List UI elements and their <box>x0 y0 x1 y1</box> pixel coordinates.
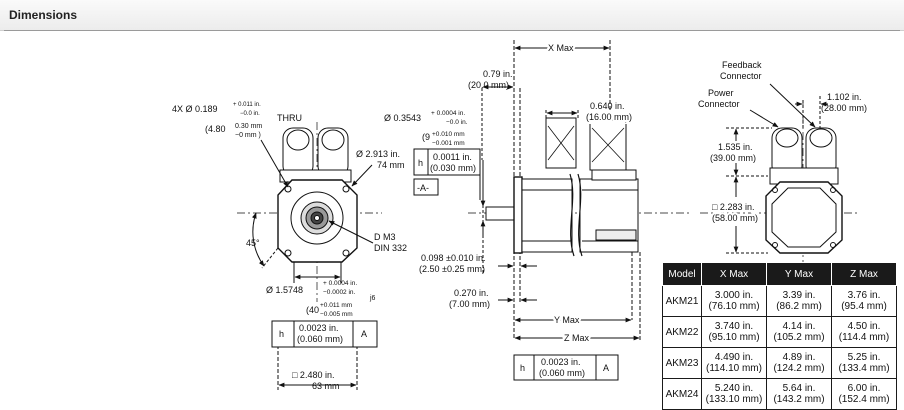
flange-offset-in: 0.79 in. <box>483 69 513 79</box>
model-cell: AKM23 <box>662 347 702 379</box>
fcf-datum: A <box>361 329 367 339</box>
runout-mm: (0.030 mm) <box>430 163 476 173</box>
flange-thk-in: 0.270 in. <box>454 288 489 298</box>
holes-label: 4X Ø 0.189 <box>172 104 218 114</box>
shaft-dia: Ø 0.3543 <box>384 113 421 123</box>
front-view <box>237 122 382 390</box>
y-max-cell: 4.89 in.(124.2 mm) <box>766 347 832 379</box>
table-row: AKM22 3.740 in.(95.10 mm) 4.14 in.(105.2… <box>662 316 897 348</box>
y-max-cell: 4.14 in.(105.2 mm) <box>766 316 832 348</box>
conn-offset-in: 1.102 in. <box>827 92 862 102</box>
thread-label: D M3 <box>374 232 396 242</box>
x-max-cell: 3.000 in.(76.10 mm) <box>701 285 767 317</box>
pilot-mm-plus: +0.011 mm <box>320 302 352 309</box>
table-header-row: Model X Max Y Max Z Max <box>662 262 897 286</box>
holes-thru: THRU <box>277 113 302 123</box>
holes-mm-minus: −0 mm ) <box>235 132 261 139</box>
side-view-labels: X Max 0.79 in. (20.0 mm) Ø 0.3543 + 0.00… <box>384 41 634 379</box>
pilot-mm-minus: −0.005 mm <box>320 311 353 318</box>
table-row: AKM23 4.490 in.(114.10 mm) 4.89 in.(124.… <box>662 347 897 379</box>
flange-thk-mm: (7.00 mm) <box>449 299 490 309</box>
holes-tol-minus: −0.0 in. <box>240 111 260 117</box>
pilot-tol-minus: −0.0002 in. <box>323 289 356 296</box>
y-max-cell: 3.39 in.(86.2 mm) <box>766 285 832 317</box>
conn-offset-mm: (28.00 mm) <box>821 103 867 113</box>
table-row: AKM21 3.000 in.(76.10 mm) 3.39 in.(86.2 … <box>662 285 897 317</box>
x-max-cell: 5.240 in.(133.10 mm) <box>701 378 767 410</box>
y-max-label: Y Max <box>554 315 580 325</box>
fcf2-symbol: h <box>520 363 525 373</box>
fcf-value-mm: (0.060 mm) <box>297 334 343 344</box>
column-header-z-max: Z Max <box>831 262 897 286</box>
pilot-fit: j6 <box>369 295 376 302</box>
bolt-circle-in: Ø 2.913 in. <box>356 149 400 159</box>
dimensions-table: Model X Max Y Max Z Max AKM21 3.000 in.(… <box>662 262 897 410</box>
column-header-y-max: Y Max <box>766 262 832 286</box>
pilot-dia: Ø 1.5748 <box>266 285 303 295</box>
conn-len-in: 0.640 in. <box>590 101 625 111</box>
fcf2-value-in: 0.0023 in. <box>541 357 581 367</box>
flange-offset-mm: (20.0 mm) <box>468 80 509 90</box>
side-view <box>413 40 690 381</box>
datum-label: -A- <box>417 183 429 193</box>
shaft-tol-minus: −0.0 in. <box>446 119 468 126</box>
front-view-labels: 4X Ø 0.189 + 0.011 in. −0.0 in. THRU (4.… <box>172 102 407 391</box>
shaft-mm-plus: +0.010 mm <box>432 131 465 138</box>
feedback-connector-label: Feedback <box>722 60 762 70</box>
rabbet-mm: (2.50 ±0.25 mm) <box>419 264 485 274</box>
z-max-cell: 4.50 in.(114.4 mm) <box>831 316 897 348</box>
x-max-label: X Max <box>548 43 574 53</box>
model-cell: AKM24 <box>662 378 702 410</box>
header-divider <box>4 30 900 31</box>
z-max-cell: 5.25 in.(133.4 mm) <box>831 347 897 379</box>
x-max-cell: 3.740 in.(95.10 mm) <box>701 316 767 348</box>
rabbet-in: 0.098 ±0.010 in. <box>421 253 486 263</box>
feedback-connector-label-2: Connector <box>720 71 762 81</box>
fcf2-datum: A <box>603 363 609 373</box>
model-cell: AKM22 <box>662 316 702 348</box>
holes-mm: (4.80 <box>205 124 226 134</box>
flange-mm: 63 mm <box>312 381 340 391</box>
holes-tol-plus: + 0.011 in. <box>233 102 261 108</box>
bolt-circle-mm: 74 mm <box>377 160 405 170</box>
shaft-mm: (9 <box>422 132 430 142</box>
conn-height-mm: (39.00 mm) <box>710 153 756 163</box>
angle-label: 45° <box>246 238 260 248</box>
body-mm: (58.00 mm) <box>712 213 758 223</box>
z-max-label: Z Max <box>564 333 590 343</box>
fcf-value-in: 0.0023 in. <box>299 323 339 333</box>
pilot-tol-plus: + 0.0004 in. <box>323 280 357 287</box>
rear-view-labels: Feedback Connector Power Connector 1.102… <box>698 60 867 225</box>
fcf2-value-mm: (0.060 mm) <box>539 368 585 378</box>
conn-len-mm: (16.00 mm) <box>586 112 632 122</box>
z-max-cell: 6.00 in.(152.4 mm) <box>831 378 897 410</box>
flange-in: □ 2.480 in. <box>292 370 334 380</box>
y-max-cell: 5.64 in.(143.2 mm) <box>766 378 832 410</box>
section-title: Dimensions <box>9 8 78 22</box>
column-header-x-max: X Max <box>701 262 767 286</box>
shaft-tol-plus: + 0.0004 in. <box>431 110 465 117</box>
z-max-cell: 3.76 in.(95.4 mm) <box>831 285 897 317</box>
fcf-symbol: h <box>279 329 284 339</box>
conn-height-in: 1.535 in. <box>718 142 753 152</box>
runout-symbol: h <box>418 158 423 168</box>
thread-standard: DIN 332 <box>374 243 407 253</box>
runout-in: 0.0011 in. <box>433 152 472 162</box>
power-connector-label: Power <box>708 88 734 98</box>
model-cell: AKM21 <box>662 285 702 317</box>
table-row: AKM24 5.240 in.(133.10 mm) 5.64 in.(143.… <box>662 378 897 410</box>
power-connector-label-2: Connector <box>698 99 740 109</box>
pilot-mm: (40 <box>306 305 319 315</box>
rear-view <box>700 83 860 262</box>
section-header: Dimensions <box>0 0 904 31</box>
column-header-model: Model <box>662 262 702 286</box>
shaft-mm-minus: −0.001 mm <box>432 140 465 147</box>
x-max-cell: 4.490 in.(114.10 mm) <box>701 347 767 379</box>
body-in: □ 2.283 in. <box>712 202 754 212</box>
holes-mm-plus: 0.30 mm <box>235 123 262 130</box>
